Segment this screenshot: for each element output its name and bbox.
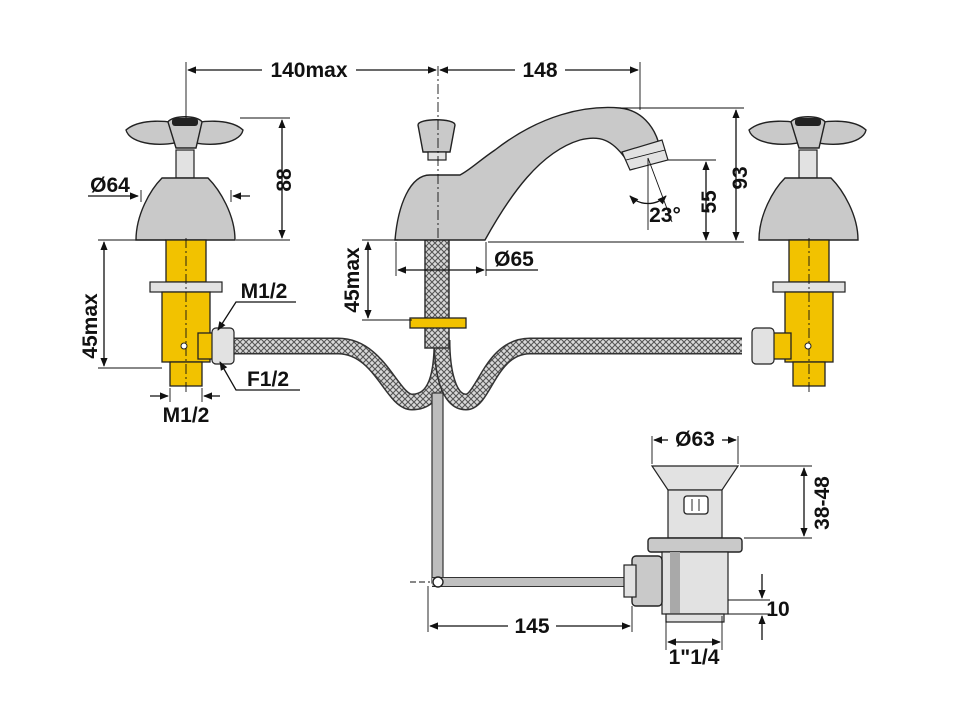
dim-width-right: 148: [522, 59, 557, 82]
right-valve: [748, 116, 867, 392]
dim-width-left: 140max: [270, 59, 347, 82]
dim-thread-m-upper: M1/2: [241, 280, 288, 303]
dim-center-depth: 45max: [341, 247, 364, 313]
dim-rod-length: 145: [514, 615, 549, 638]
dim-thread-m-lower: M1/2: [163, 404, 210, 427]
spout-body: [394, 66, 669, 241]
dim-drain-dia: Ø63: [675, 428, 715, 451]
dim-left-depth: 45max: [79, 293, 102, 359]
left-valve: [125, 116, 244, 392]
drain-assembly: [623, 465, 743, 623]
dim-handle-dia: Ø64: [90, 174, 130, 197]
dim-height-handle: 88: [273, 168, 296, 192]
dim-thread-f: F1/2: [247, 368, 289, 391]
dim-drain-height: 38-48: [811, 476, 834, 530]
dim-spout-angle: 23°: [649, 204, 681, 227]
hose-assembly: [214, 237, 742, 411]
dim-spout-outlet: 55: [698, 190, 721, 214]
dim-drain-bottom: 10: [766, 598, 789, 621]
dim-base-dia: Ø65: [494, 248, 534, 271]
dim-height-spout: 93: [729, 166, 752, 189]
dim-drain-thread: 1"1/4: [669, 646, 720, 669]
center-mount: [409, 317, 642, 588]
dimension-lines: [88, 62, 812, 650]
